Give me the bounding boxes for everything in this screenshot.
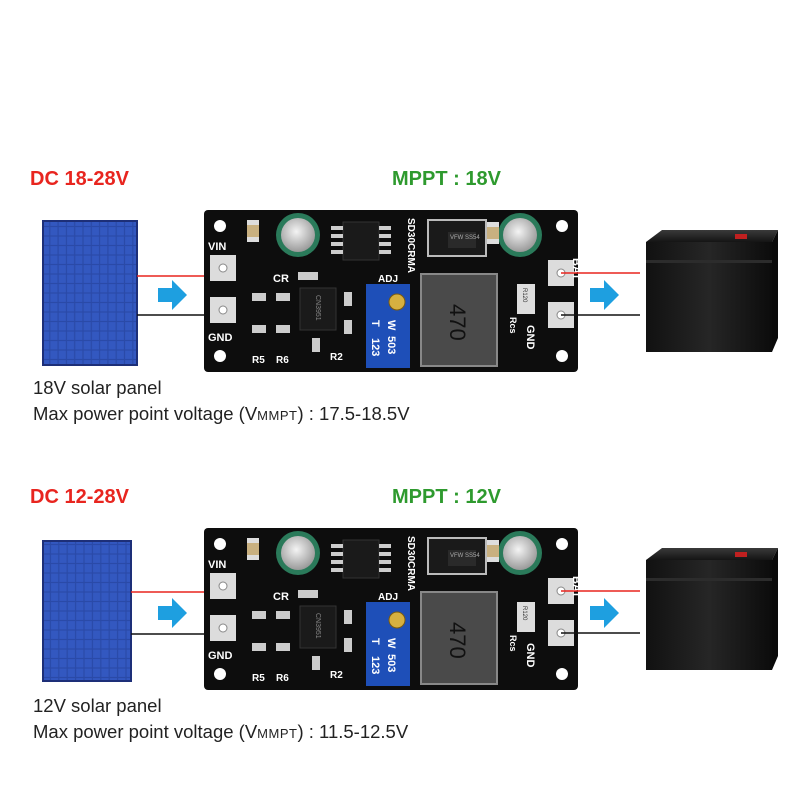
mppt-voltage-description: Max power point voltage (VMMPT) : 17.5-1… bbox=[33, 403, 410, 425]
arrow-icon bbox=[158, 598, 187, 628]
cr-label: CR bbox=[273, 591, 289, 603]
gnd-left-label: GND bbox=[208, 650, 233, 662]
solar-panel bbox=[42, 220, 138, 366]
wiring-diagram-graphic: VIN GND BAT GND bbox=[42, 210, 778, 372]
diode-label: VFW SS54 bbox=[450, 553, 480, 559]
mppt-subscript: MMPT bbox=[257, 408, 298, 423]
gnd-left-label: GND bbox=[208, 332, 233, 344]
mppt-controller-board: VIN GND BAT GND bbox=[204, 210, 582, 372]
input-voltage-label: DC 18-28V bbox=[30, 168, 129, 190]
mppt-description-prefix: Max power point voltage (V bbox=[33, 721, 258, 742]
pot-marking-b: 503 bbox=[385, 654, 397, 672]
pot-marking-t: T bbox=[369, 320, 381, 327]
ic-label: CN3951 bbox=[314, 613, 321, 639]
mppt-description-prefix: Max power point voltage (V bbox=[33, 403, 258, 424]
diagram-section-12v: VIN GND BAT GND SD30CRMA bbox=[0, 478, 800, 778]
diode-label: VFW SS54 bbox=[450, 235, 480, 241]
arrow-icon bbox=[158, 280, 187, 310]
panel-label: 18V solar panel bbox=[33, 377, 162, 398]
rcs-label: Rcs bbox=[508, 635, 518, 652]
bat-label: BAT bbox=[570, 258, 582, 280]
gnd-right-label: GND bbox=[524, 325, 536, 350]
mppt-subscript: MMPT bbox=[257, 726, 298, 741]
mppt-label: MPPT : 18V bbox=[392, 168, 501, 190]
pot-marking-a: 123 bbox=[369, 338, 381, 356]
r2-label: R2 bbox=[330, 670, 343, 681]
wiring-diagram-graphic: VIN GND BAT GND SD30CRMA bbox=[42, 528, 778, 690]
diagram-section-18v: VIN GND BAT GND bbox=[0, 160, 800, 460]
mppt-range: ) : 17.5-18.5V bbox=[297, 403, 410, 424]
r5-label: R5 bbox=[252, 355, 265, 366]
pot-marking-w: W bbox=[385, 638, 397, 649]
mppt-voltage-description: Max power point voltage (VMMPT) : 11.5-1… bbox=[33, 721, 408, 743]
chip-label: SD30CRMA bbox=[405, 218, 416, 273]
vin-label: VIN bbox=[208, 559, 226, 571]
adj-label: ADJ bbox=[378, 274, 398, 285]
solar-panel bbox=[42, 540, 132, 682]
r2-label: R2 bbox=[330, 352, 343, 363]
r5-label: R5 bbox=[252, 673, 265, 684]
battery bbox=[646, 230, 778, 352]
ic-label: CN3951 bbox=[314, 295, 321, 321]
arrow-icon bbox=[590, 280, 619, 310]
inductor-label: 470 bbox=[445, 622, 470, 659]
r120-label: R120 bbox=[521, 288, 527, 303]
inductor-label: 470 bbox=[445, 304, 470, 341]
battery bbox=[646, 548, 778, 670]
pot-marking-t: T bbox=[369, 638, 381, 645]
pot-marking-w: W bbox=[385, 320, 397, 331]
pot-marking-a: 123 bbox=[369, 656, 381, 674]
bat-label: BAT bbox=[570, 576, 582, 598]
mppt-label: MPPT : 12V bbox=[392, 486, 501, 508]
mppt-range: ) : 11.5-12.5V bbox=[297, 721, 409, 742]
arrow-icon bbox=[590, 598, 619, 628]
gnd-right-label: GND bbox=[524, 643, 536, 668]
rcs-label: Rcs bbox=[508, 317, 518, 334]
cr-label: CR bbox=[273, 273, 289, 285]
vin-label: VIN bbox=[208, 241, 226, 253]
adj-label: ADJ bbox=[378, 592, 398, 603]
r6-label: R6 bbox=[276, 355, 289, 366]
panel-label: 12V solar panel bbox=[33, 695, 162, 716]
mppt-controller-board: VIN GND BAT GND SD30CRMA bbox=[204, 528, 582, 690]
r6-label: R6 bbox=[276, 673, 289, 684]
pot-marking-b: 503 bbox=[385, 336, 397, 354]
r120-label: R120 bbox=[521, 606, 527, 621]
input-voltage-label: DC 12-28V bbox=[30, 486, 129, 508]
chip-label: SD30CRMA bbox=[405, 536, 416, 591]
